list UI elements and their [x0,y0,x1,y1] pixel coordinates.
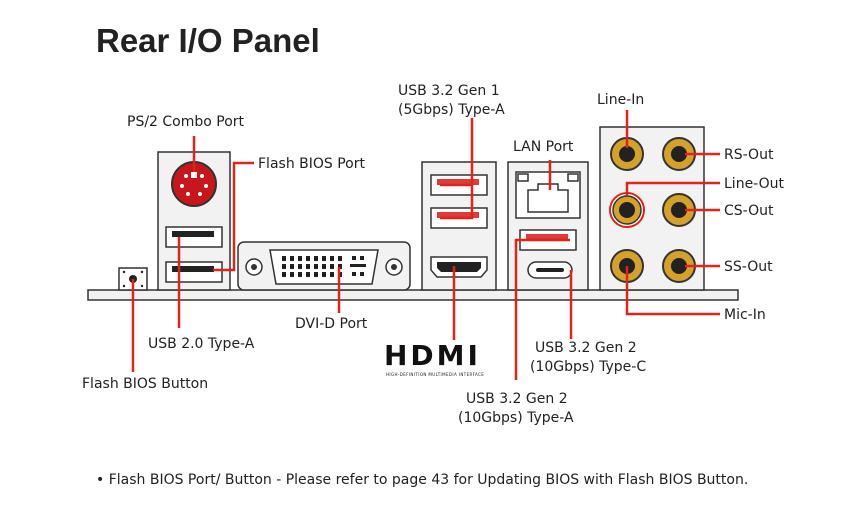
footnote: • Flash BIOS Port/ Button - Please refer… [96,472,749,488]
hdmi-logo-word: HDMI [384,339,481,372]
usb32-gen1-hdmi-stack [421,161,497,291]
hdmi-logo: HDMI HIGH-DEFINITION MULTIMEDIA INTERFAC… [384,339,484,377]
callout-usb32-gen2-a [514,238,570,380]
label-dvi: DVI-D Port [295,316,368,332]
label-usb32-gen2-c-line2: (10Gbps) Type-C [530,359,646,375]
label-usb32-gen2-a-line1: USB 3.2 Gen 2 [466,391,568,407]
callout-flash-port [213,161,254,272]
lan-usb32-gen2-stack [507,161,589,291]
label-flash-port: Flash BIOS Port [258,156,365,172]
label-usb32-gen2-a-line2: (10Gbps) Type-A [458,410,574,426]
ps2-usb20-stack [157,151,231,291]
label-usb32-gen1-line1: USB 3.2 Gen 1 [398,83,500,99]
label-ps2: PS/2 Combo Port [127,114,245,130]
callout-mic-in [625,266,720,316]
label-line-out: Line-Out [724,176,785,192]
label-flash-button: Flash BIOS Button [82,376,208,392]
callout-line-out [625,181,720,196]
label-line-in: Line-In [597,92,644,108]
hdmi-logo-tagline: HIGH-DEFINITION MULTIMEDIA INTERFACE [386,372,484,377]
label-usb32-gen1-line2: (5Gbps) Type-A [398,102,505,118]
label-usb32-gen2-c-line1: USB 3.2 Gen 2 [535,340,637,356]
label-ss-out: SS-Out [724,259,773,275]
label-lan: LAN Port [513,139,574,155]
io-shield-baseline [87,289,739,301]
rs-out-jack [662,137,696,171]
label-mic-in: Mic-In [724,307,766,323]
callout-lines [131,110,720,380]
label-usb20: USB 2.0 Type-A [148,336,255,352]
dvi-d-port [237,241,411,291]
label-rs-out: RS-Out [724,147,774,163]
label-cs-out: CS-Out [724,203,774,219]
page-title: Rear I/O Panel [96,22,320,59]
callout-usb32-gen1 [440,118,474,220]
line-out-jack [609,192,645,228]
